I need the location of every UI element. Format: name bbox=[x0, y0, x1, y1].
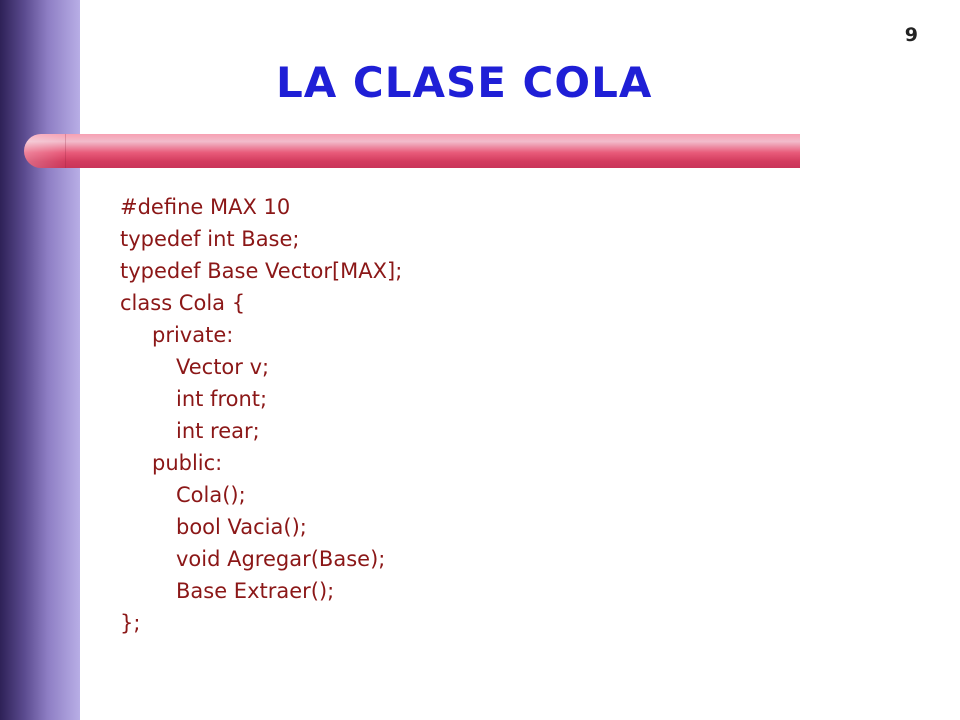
code-line: typedef int Base; bbox=[120, 227, 300, 251]
code-line: bool Vacia(); bbox=[176, 515, 307, 539]
code-block: #define MAX 10 typedef int Base; typedef… bbox=[120, 191, 402, 639]
code-line: typedef Base Vector[MAX]; bbox=[120, 259, 403, 283]
code-line: Cola(); bbox=[176, 483, 246, 507]
code-line: public: bbox=[152, 451, 223, 475]
code-line: private: bbox=[152, 323, 234, 347]
code-line: }; bbox=[120, 611, 141, 635]
code-line: class Cola { bbox=[120, 291, 246, 315]
code-line: Base Extraer(); bbox=[176, 579, 335, 603]
page-number: 9 bbox=[904, 24, 918, 46]
code-line: #define MAX 10 bbox=[120, 195, 291, 219]
slide-title: LA CLASE COLA bbox=[276, 58, 653, 107]
code-line: Vector v; bbox=[176, 355, 270, 379]
code-line: int front; bbox=[176, 387, 268, 411]
left-decorative-bar bbox=[0, 0, 80, 720]
code-line: int rear; bbox=[176, 419, 260, 443]
code-line: void Agregar(Base); bbox=[176, 547, 386, 571]
accent-bar-cap bbox=[24, 134, 66, 168]
title-accent-bar bbox=[24, 134, 800, 168]
